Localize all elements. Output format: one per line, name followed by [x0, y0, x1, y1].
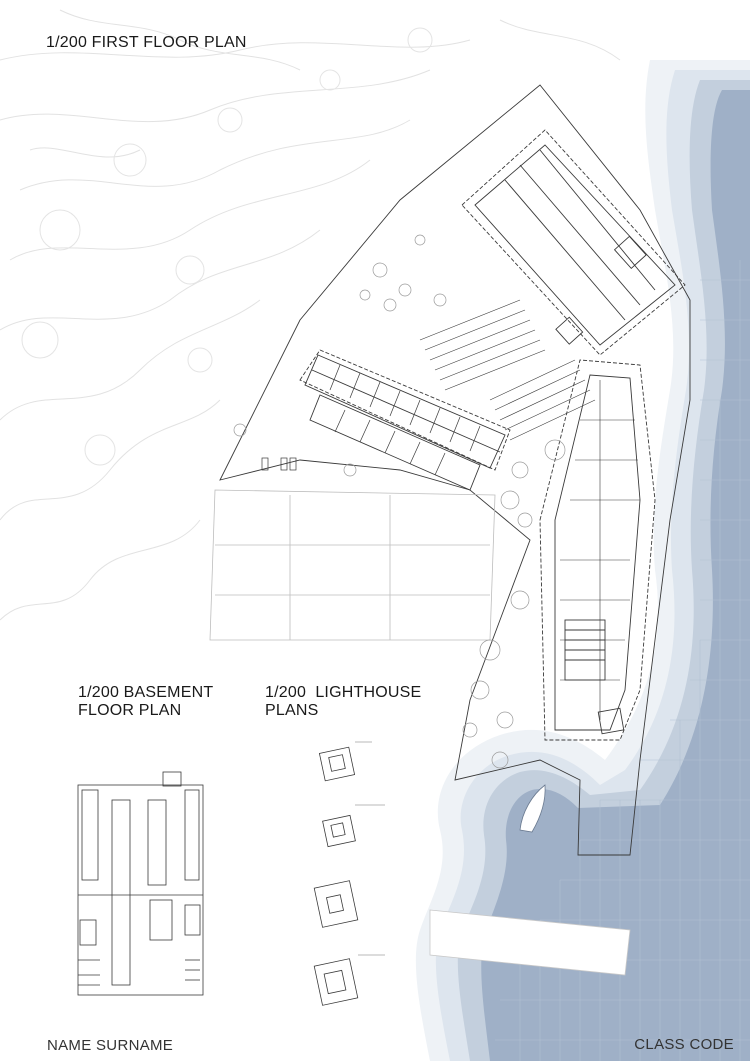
basement-title-line1: 1/200 BASEMENT	[78, 684, 214, 701]
first-floor-plan-title: 1/200 FIRST FLOOR PLAN	[46, 34, 247, 51]
parking-lot	[209, 489, 496, 641]
basement-plan-title: 1/200 BASEMENT FLOOR PLAN	[78, 684, 248, 719]
pier-building	[539, 359, 656, 741]
lighthouse-plans-title: 1/200 LIGHTHOUSE PLANS	[265, 684, 445, 719]
middle-wing	[299, 349, 511, 471]
lighthouse-title-line1: 1/200 LIGHTHOUSE	[265, 684, 422, 701]
class-code-label: CLASS CODE	[634, 1036, 734, 1053]
lighthouse-title-line2: PLANS	[265, 701, 319, 719]
lighthouse-plan-1	[318, 741, 372, 782]
basement-plan	[77, 771, 204, 996]
breakwater	[429, 909, 631, 976]
background-trees	[21, 27, 433, 466]
sea-grid	[495, 260, 750, 1061]
name-surname-label: NAME SURNAME	[47, 1037, 174, 1054]
trees	[233, 234, 566, 769]
lighthouse-plans	[313, 741, 385, 1006]
lighthouse-plan-3	[313, 880, 359, 928]
lighthouse-plan-4	[313, 954, 385, 1006]
site-boundary	[219, 84, 691, 856]
lighthouse-plan-2	[322, 804, 385, 848]
boat	[519, 784, 546, 833]
cars	[261, 457, 297, 471]
contour-lines	[0, 9, 621, 621]
upper-building	[461, 129, 686, 356]
first-floor-plan	[209, 84, 691, 856]
basement-title-line2: FLOOR PLAN	[78, 701, 182, 719]
